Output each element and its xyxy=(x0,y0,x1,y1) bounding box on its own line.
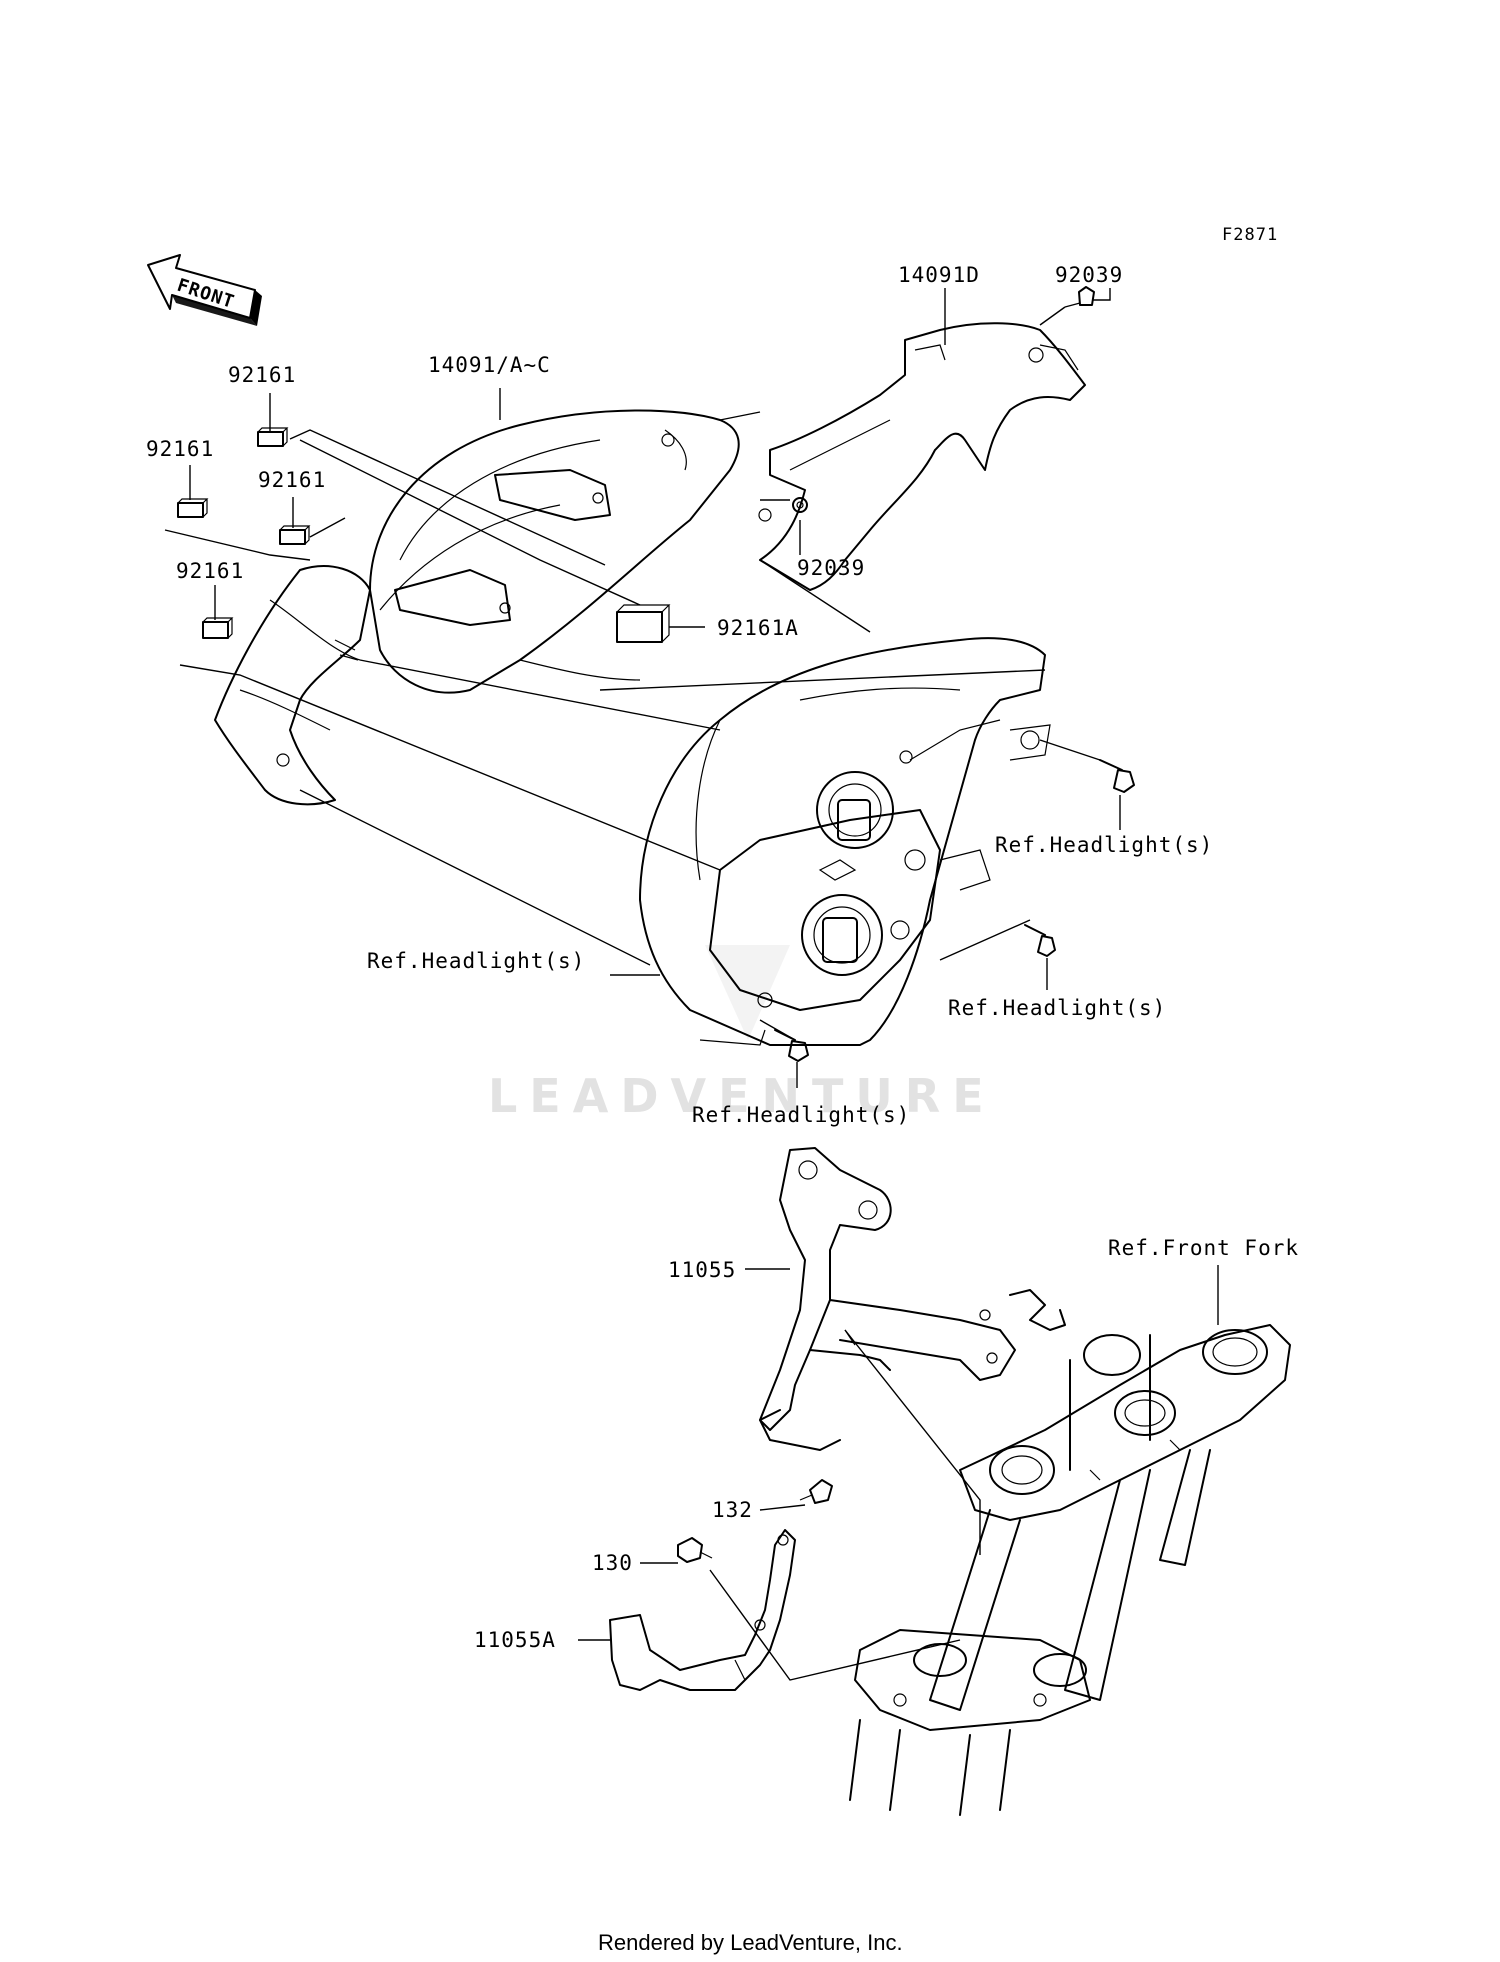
bolt-headlight-2 xyxy=(1024,924,1056,957)
pad-92161-c xyxy=(279,525,311,545)
label-14091-a-c: 14091/A~C xyxy=(428,353,551,377)
label-92161-a: 92161 xyxy=(228,363,296,387)
label-92161a: 92161A xyxy=(717,616,799,640)
bracket-11055a xyxy=(609,1529,796,1691)
bolt-132 xyxy=(799,1479,833,1504)
label-ref-headlight-3: Ref.Headlight(s) xyxy=(367,949,585,973)
upper-cowl-14091-a-c xyxy=(369,409,740,694)
foam-92161a xyxy=(616,604,671,643)
screw-92039-mid xyxy=(792,497,808,513)
watermark: LEADVENTURE xyxy=(488,1069,996,1123)
pad-92161-a xyxy=(257,427,289,447)
figure-code: F2871 xyxy=(1222,225,1278,245)
bolt-130 xyxy=(677,1537,713,1563)
front-arrow-icon: FRONT xyxy=(147,254,262,326)
bracket-11055 xyxy=(759,1147,1066,1451)
label-ref-headlight-4: Ref.Headlight(s) xyxy=(692,1103,910,1127)
label-92161-c: 92161 xyxy=(258,468,326,492)
label-ref-front-fork: Ref.Front Fork xyxy=(1108,1236,1299,1260)
right-cowl-14091d xyxy=(758,322,1086,591)
front-fork-assembly xyxy=(849,1324,1291,1816)
label-92039-top: 92039 xyxy=(1055,263,1123,287)
label-14091d: 14091D xyxy=(898,263,980,287)
label-92161-b: 92161 xyxy=(146,437,214,461)
footer-credit: Rendered by LeadVenture, Inc. xyxy=(598,1930,903,1955)
side-cover-left xyxy=(214,565,371,806)
pad-92161-d xyxy=(202,617,234,639)
label-11055a: 11055A xyxy=(474,1628,556,1652)
label-132: 132 xyxy=(712,1498,753,1522)
label-ref-headlight-2: Ref.Headlight(s) xyxy=(948,996,1166,1020)
screw-92039-top xyxy=(1064,286,1095,308)
label-130: 130 xyxy=(592,1551,633,1575)
label-92039-mid: 92039 xyxy=(797,556,865,580)
label-11055: 11055 xyxy=(668,1258,736,1282)
pad-92161-b xyxy=(177,498,209,518)
leader-lines xyxy=(164,288,1219,1681)
headlight-assembly xyxy=(639,637,1051,1046)
label-ref-headlight-1: Ref.Headlight(s) xyxy=(995,833,1213,857)
bolt-headlight-1 xyxy=(1099,759,1135,793)
label-92161-d: 92161 xyxy=(176,559,244,583)
